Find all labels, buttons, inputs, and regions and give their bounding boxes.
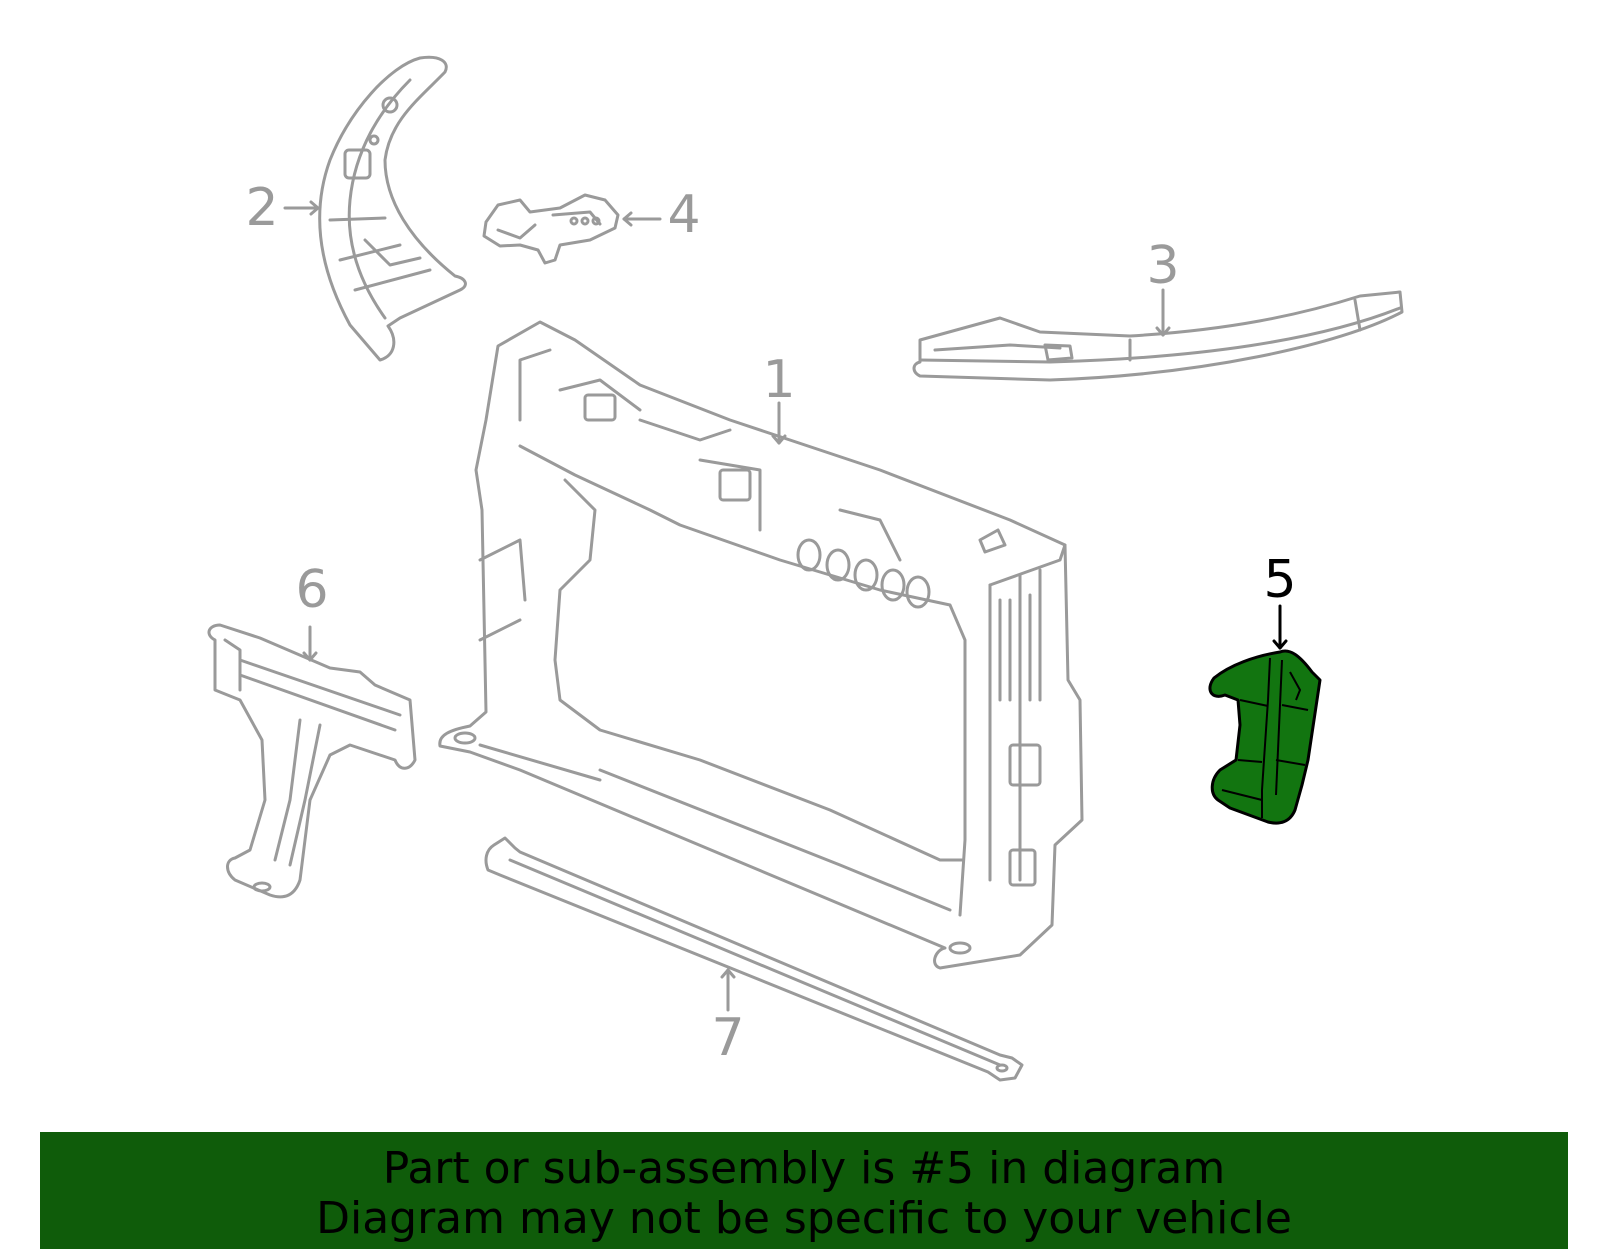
- part-6-center-support[interactable]: [207, 623, 417, 899]
- callout-3: 3: [1146, 236, 1180, 296]
- part-4-latch-bracket[interactable]: [482, 193, 620, 265]
- callout-5: 5: [1263, 550, 1297, 610]
- part-7-lower-tie-bar[interactable]: [484, 836, 1024, 1082]
- banner-line-1: Part or sub-assembly is #5 in diagram: [382, 1143, 1226, 1194]
- callout-4: 4: [667, 185, 701, 245]
- callout-1: 1: [762, 350, 796, 410]
- callout-6: 6: [295, 560, 329, 620]
- part-2-upper-side-member[interactable]: [318, 55, 467, 362]
- callout-7: 7: [711, 1008, 745, 1068]
- callout-2: 2: [245, 178, 279, 238]
- banner-line-2: Diagram may not be specific to your vehi…: [316, 1193, 1292, 1244]
- parts-diagram: [207, 55, 1404, 1082]
- leader-arrows: [283, 200, 1171, 1012]
- part-5-side-bracket[interactable]: [1208, 604, 1322, 825]
- part-1-radiator-support[interactable]: [438, 320, 1084, 970]
- info-banner: Part or sub-assembly is #5 in diagram Di…: [40, 1132, 1568, 1249]
- part-3-upper-tie-bar[interactable]: [912, 290, 1404, 382]
